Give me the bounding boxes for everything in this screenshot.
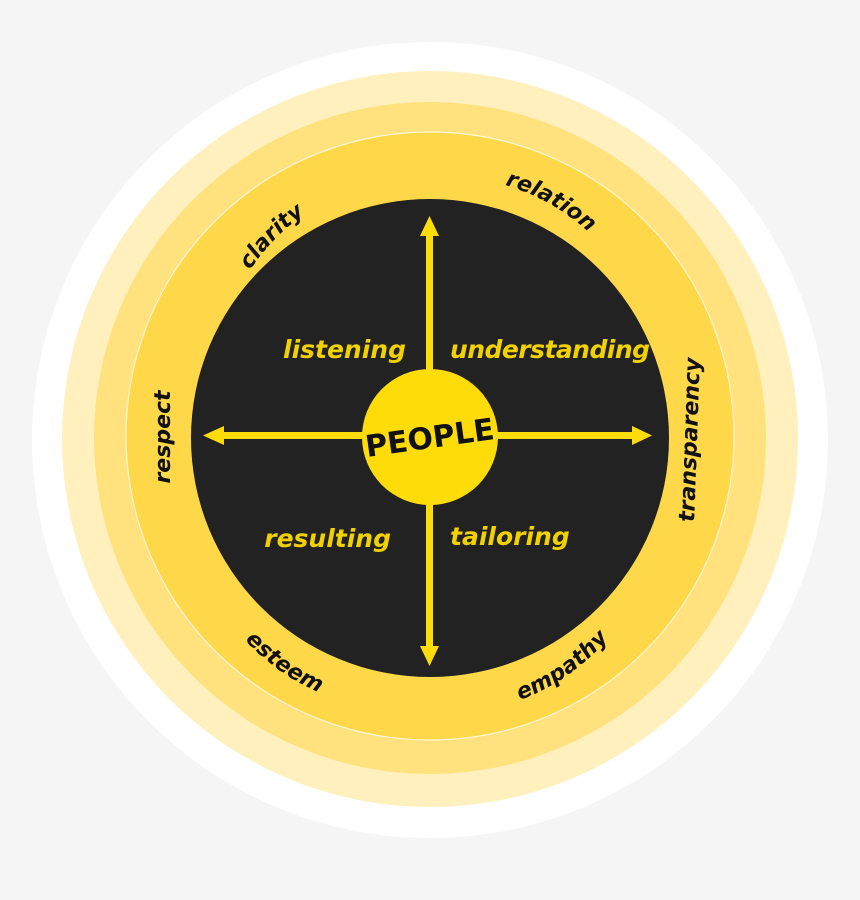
quadrant-label-tailoring: tailoring [450,522,570,551]
arrow-up [420,216,439,382]
center-circle [362,369,498,505]
arrow-down [420,495,439,666]
quadrant-label-understanding: understanding [450,335,650,364]
arrow-right [490,426,652,445]
arrow-left [203,426,368,445]
quadrant-label-listening: listening [283,335,406,364]
ring-label-respect: respect [151,389,176,484]
quadrant-label-resulting: resulting [264,524,391,553]
ring-label-transparency: transparency [675,356,706,523]
